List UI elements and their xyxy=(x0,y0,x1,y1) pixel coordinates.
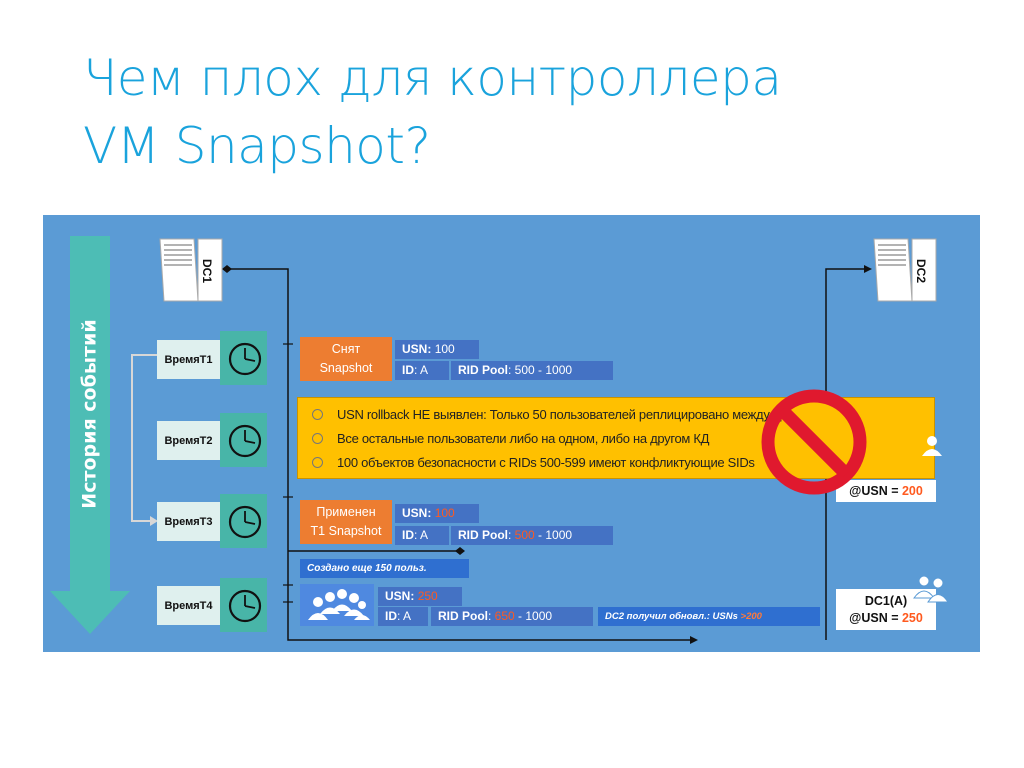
dc1-server-icon xyxy=(159,238,223,302)
t1-usn-cell: USN: 100 xyxy=(395,340,479,359)
time-label-t3: ВремяT3 xyxy=(157,502,220,541)
warning-item: USN rollback НЕ выявлен: Только 50 польз… xyxy=(312,407,789,422)
t1-id-cell: ID: A xyxy=(395,361,449,380)
dc1-label: DC1 xyxy=(200,258,215,284)
dc2-usn-box: @USN = 200 xyxy=(836,480,936,502)
clock-icon xyxy=(228,342,262,376)
users-icon xyxy=(922,436,942,456)
warning-item: Все остальные пользователи либо на одном… xyxy=(312,431,709,446)
time-label-t1: ВремяT1 xyxy=(157,340,220,379)
users-icon xyxy=(913,575,949,603)
time-label-t2: ВремяT2 xyxy=(157,421,220,460)
users-group-icon xyxy=(308,589,370,620)
clock-icon xyxy=(228,424,262,458)
snapshot-applied-line2: T1 Snapshot xyxy=(310,524,382,538)
created-users-note: Создано еще 150 польз. xyxy=(300,559,469,578)
dc2-server-icon xyxy=(873,238,937,302)
t4-id-cell: ID: A xyxy=(378,607,428,626)
no-symbol-bullet-icon xyxy=(312,433,323,444)
warning-item: 100 объектов безопасности с RIDs 500-599… xyxy=(312,455,755,470)
t1-rid-cell: RID Pool: 500 - 1000 xyxy=(451,361,613,380)
slide-title-line2: VM Snapshot? xyxy=(83,117,431,175)
dc2-label: DC2 xyxy=(914,258,929,284)
slide-title-line1: Чем плох для контроллера xyxy=(83,49,782,107)
t3-usn-cell: USN: 100 xyxy=(395,504,479,523)
snapshot-applied-line1: Применен xyxy=(316,505,376,519)
t3-rid-cell: RID Pool: 500 - 1000 xyxy=(451,526,613,545)
clock-icon xyxy=(228,505,262,539)
t3-id-cell: ID: A xyxy=(395,526,449,545)
snapshot-applied-box: Применен T1 Snapshot xyxy=(300,500,392,544)
t4-rid-cell: RID Pool: 650 - 1000 xyxy=(431,607,593,626)
prohibited-icon xyxy=(761,389,867,495)
dc2-received-note: DC2 получил обновл.: USNs >200 xyxy=(598,607,820,626)
no-symbol-bullet-icon xyxy=(312,409,323,420)
t4-usn-cell: USN: 250 xyxy=(378,587,462,606)
snapshot-taken-line1: Снят xyxy=(331,342,361,356)
snapshot-taken-line2: Snapshot xyxy=(319,361,373,375)
history-arrow xyxy=(50,236,130,634)
time-label-t4: ВремяT4 xyxy=(157,586,220,625)
clock-icon xyxy=(228,589,262,623)
no-symbol-bullet-icon xyxy=(312,457,323,468)
snapshot-taken-box: Снят Snapshot xyxy=(300,337,392,381)
